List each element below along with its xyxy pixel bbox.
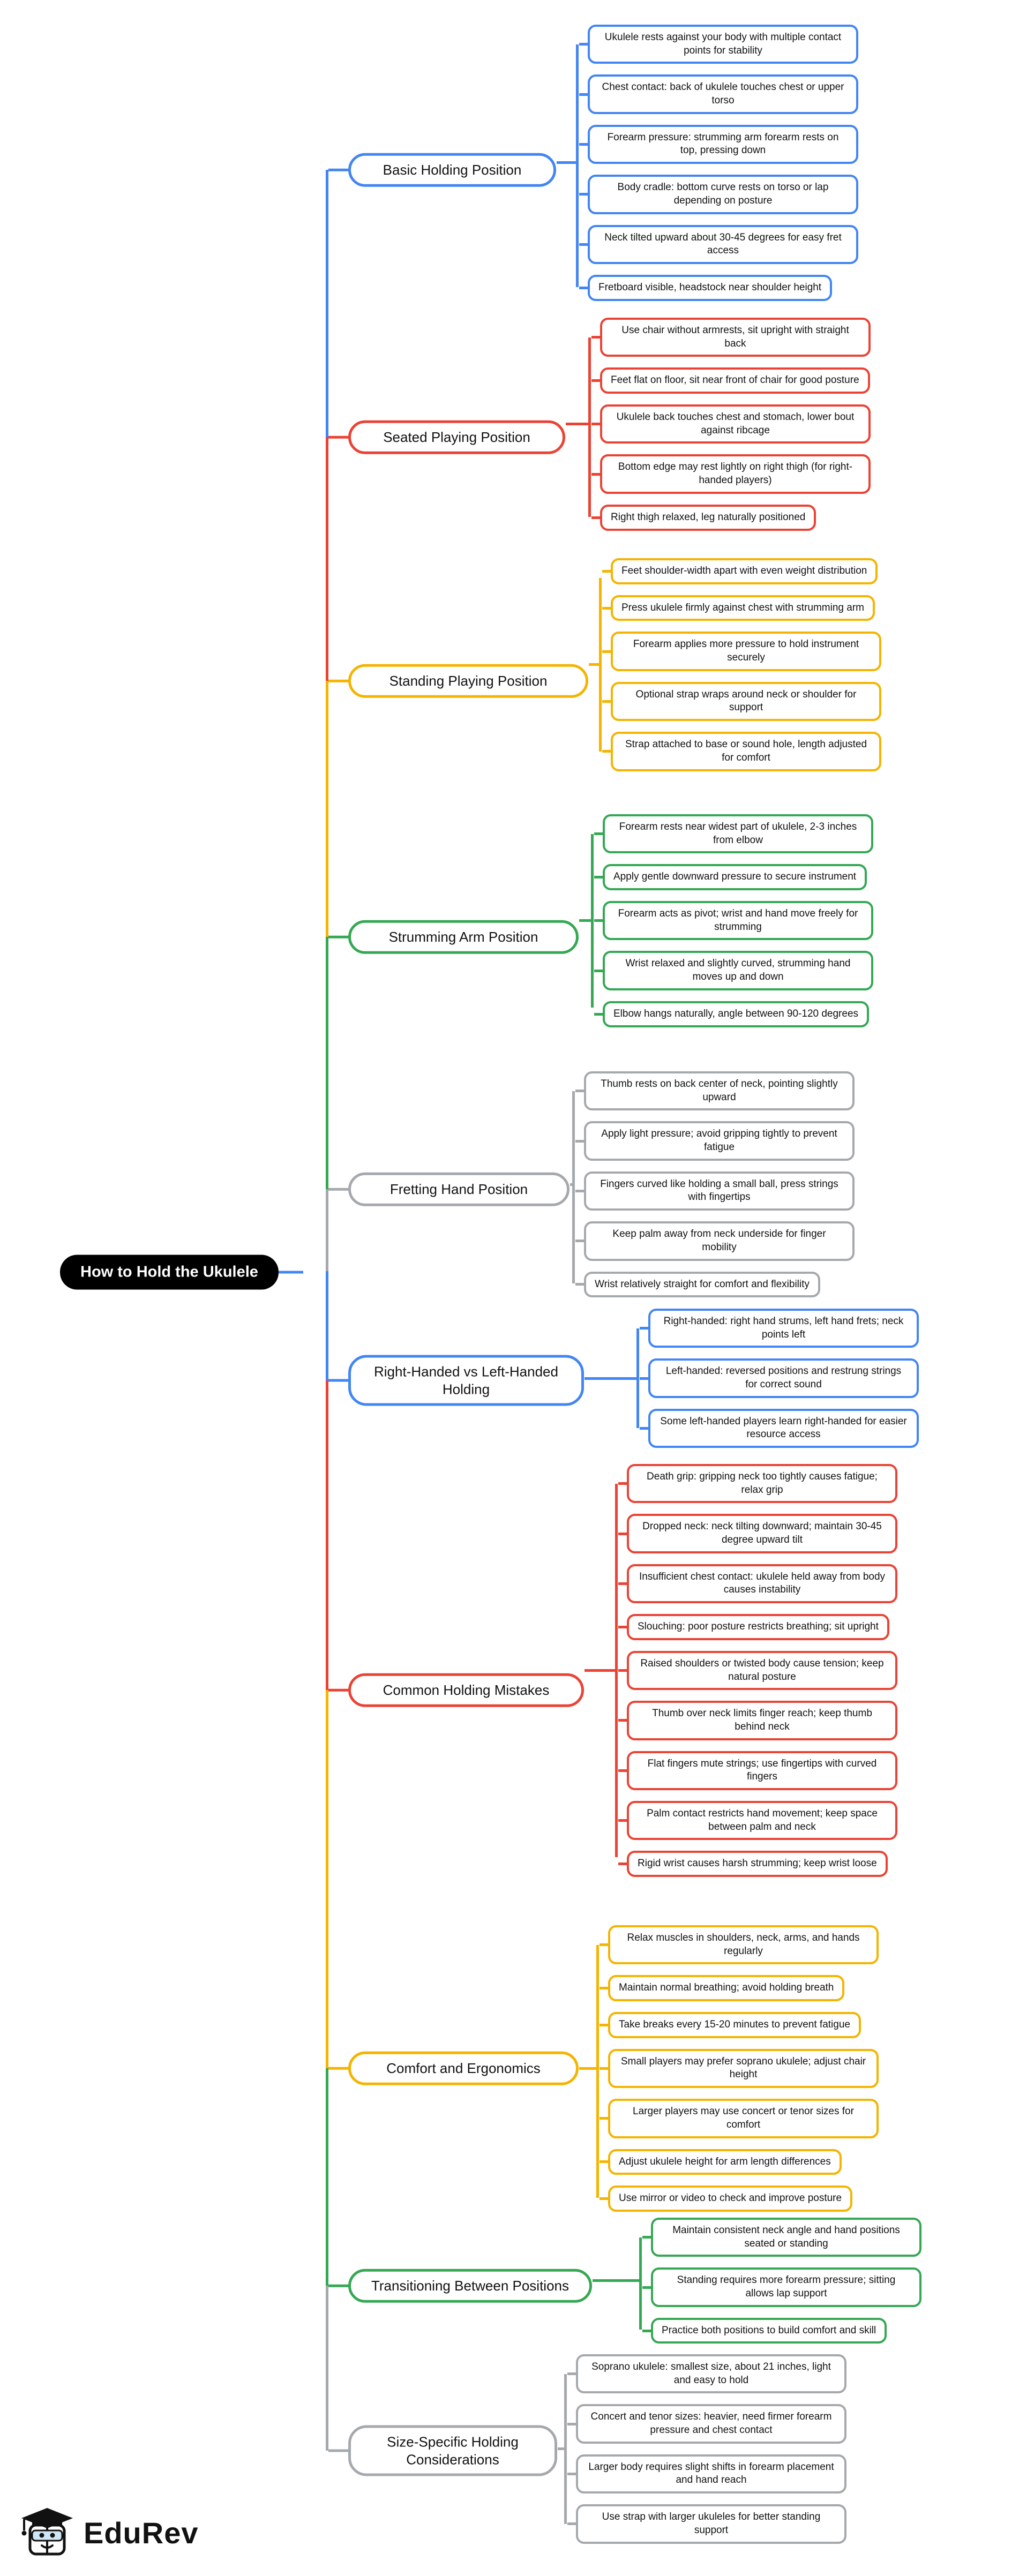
branch-children-standing-playing-position: Feet shoulder-width apart with even weig…	[589, 558, 881, 771]
branch-label-standing-playing-position: Standing Playing Position	[328, 664, 588, 698]
child-node: Larger players may use concert or tenor …	[600, 2099, 879, 2138]
child-node: Palm contact restricts hand movement; ke…	[618, 1800, 897, 1841]
child-node: Wrist relatively straight for comfort an…	[575, 1271, 820, 1298]
branch-children-transitioning-between-positions: Maintain consistent neck angle and hand …	[593, 2218, 921, 2344]
child-node: Right-handed: right hand strums, left ha…	[640, 1309, 919, 1348]
child-node: Dropped neck: neck tilting downward; mai…	[618, 1514, 897, 1553]
child-node: Strap attached to base or sound hole, le…	[602, 732, 881, 771]
edurev-brand-text: EduRev	[84, 2516, 199, 2550]
trunk-segment	[326, 1380, 328, 1690]
child-node: Wrist relaxed and slightly curved, strum…	[594, 951, 873, 990]
branch-label-size-specific-holding-considerations: Size-Specific Holding Considerations	[328, 2425, 557, 2476]
trunk-segment	[326, 1690, 328, 2068]
trunk-segment	[326, 681, 328, 937]
child-node: Slouching: poor posture restricts breath…	[618, 1614, 889, 1640]
child-node: Concert and tenor sizes: heavier, need f…	[567, 2404, 846, 2444]
edurev-logo-icon	[19, 2506, 75, 2560]
child-node: Standing requires more forearm pressure;…	[642, 2267, 921, 2307]
branch-label-comfort-and-ergonomics: Comfort and Ergonomics	[328, 2051, 579, 2085]
branch-children-comfort-and-ergonomics: Relax muscles in shoulders, neck, arms, …	[579, 1925, 879, 2212]
child-node: Take breaks every 15-20 minutes to preve…	[600, 2012, 861, 2038]
child-node: Fingers curved like holding a small ball…	[575, 1171, 855, 1211]
trunk-segment	[326, 437, 328, 681]
child-node: Ukulele rests against your body with mul…	[579, 25, 858, 64]
child-node: Rigid wrist causes harsh strumming; keep…	[618, 1851, 888, 1877]
child-node: Feet shoulder-width apart with even weig…	[602, 558, 878, 584]
child-node: Death grip: gripping neck too tightly ca…	[618, 1464, 897, 1504]
child-node: Fretboard visible, headstock near should…	[579, 274, 833, 301]
branch-label-transitioning-between-positions: Transitioning Between Positions	[328, 2269, 592, 2303]
branch-children-size-specific-holding-considerations: Soprano ukulele: smallest size, about 21…	[558, 2354, 846, 2544]
branch-label-common-holding-mistakes: Common Holding Mistakes	[328, 1673, 584, 1707]
child-node: Small players may prefer soprano ukulele…	[600, 2048, 879, 2089]
branch-children-right-vs-left-handed-holding: Right-handed: right hand strums, left ha…	[585, 1309, 919, 1448]
trunk-segment	[326, 170, 328, 437]
trunk-segment	[326, 2286, 328, 2451]
child-node: Elbow hangs naturally, angle between 90-…	[594, 1001, 870, 1027]
child-node: Forearm rests near widest part of ukulel…	[594, 814, 873, 854]
child-node: Apply light pressure; avoid gripping tig…	[575, 1121, 855, 1161]
child-node: Practice both positions to build comfort…	[642, 2317, 887, 2344]
trunk-segment	[326, 2068, 328, 2286]
child-node: Forearm acts as pivot; wrist and hand mo…	[594, 901, 873, 941]
child-node: Apply gentle downward pressure to secure…	[594, 864, 867, 891]
branch-label-right-vs-left-handed-holding: Right-Handed vs Left-Handed Holding	[328, 1355, 584, 1406]
child-node: Neck tilted upward about 30-45 degrees f…	[579, 224, 858, 264]
child-node: Use strap with larger ukuleles for bette…	[567, 2504, 846, 2544]
trunk-segment	[326, 937, 328, 1189]
branch-label-fretting-hand-position: Fretting Hand Position	[328, 1172, 570, 1206]
branch-children-strumming-arm-position: Forearm rests near widest part of ukulel…	[579, 814, 873, 1027]
branch-label-seated-playing-position: Seated Playing Position	[328, 420, 565, 454]
child-node: Some left-handed players learn right-han…	[640, 1408, 919, 1448]
edurev-brand: EduRev	[19, 2506, 199, 2560]
child-node: Thumb over neck limits finger reach; kee…	[618, 1701, 897, 1740]
trunk-segment	[326, 1189, 328, 1271]
child-node: Left-handed: reversed positions and rest…	[640, 1358, 919, 1398]
trunk-segment	[326, 1271, 328, 1380]
child-node: Use mirror or video to check and improve…	[599, 2186, 853, 2212]
child-node: Right thigh relaxed, leg naturally posit…	[591, 504, 816, 531]
child-node: Forearm applies more pressure to hold in…	[602, 632, 881, 671]
child-node: Soprano ukulele: smallest size, about 21…	[567, 2354, 846, 2394]
child-node: Optional strap wraps around neck or shou…	[602, 681, 881, 722]
child-node: Adjust ukulele height for arm length dif…	[600, 2149, 842, 2175]
child-node: Chest contact: back of ukulele touches c…	[579, 74, 858, 114]
branch-children-seated-playing-position: Use chair without armrests, sit upright …	[566, 318, 871, 531]
branch-children-basic-holding-position: Ukulele rests against your body with mul…	[557, 25, 858, 301]
child-node: Larger body requires slight shifts in fo…	[567, 2454, 846, 2494]
child-node: Thumb rests on back center of neck, poin…	[575, 1071, 855, 1111]
child-node: Keep palm away from neck underside for f…	[575, 1221, 855, 1261]
child-node: Forearm pressure: strumming arm forearm …	[579, 124, 858, 164]
child-node: Press ukulele firmly against chest with …	[602, 595, 875, 621]
branch-label-basic-holding-position: Basic Holding Position	[328, 153, 556, 187]
child-node: Insufficient chest contact: ukulele held…	[618, 1564, 897, 1604]
root-node: How to Hold the Ukulele	[60, 1255, 303, 1290]
branch-children-common-holding-mistakes: Death grip: gripping neck too tightly ca…	[585, 1464, 897, 1877]
child-node: Ukulele back touches chest and stomach, …	[591, 404, 871, 444]
child-node: Maintain normal breathing; avoid holding…	[599, 1975, 845, 2002]
child-node: Use chair without armrests, sit upright …	[591, 318, 871, 357]
child-node: Raised shoulders or twisted body cause t…	[618, 1650, 897, 1691]
child-node: Flat fingers mute strings; use fingertip…	[618, 1751, 897, 1790]
child-node: Relax muscles in shoulders, neck, arms, …	[600, 1925, 879, 1965]
child-node: Feet flat on floor, sit near front of ch…	[591, 367, 870, 394]
branch-label-strumming-arm-position: Strumming Arm Position	[328, 920, 579, 954]
child-node: Maintain consistent neck angle and hand …	[642, 2218, 921, 2257]
branch-children-fretting-hand-position: Thumb rests on back center of neck, poin…	[570, 1071, 855, 1298]
child-node: Bottom edge may rest lightly on right th…	[591, 454, 871, 494]
child-node: Body cradle: bottom curve rests on torso…	[579, 175, 858, 214]
